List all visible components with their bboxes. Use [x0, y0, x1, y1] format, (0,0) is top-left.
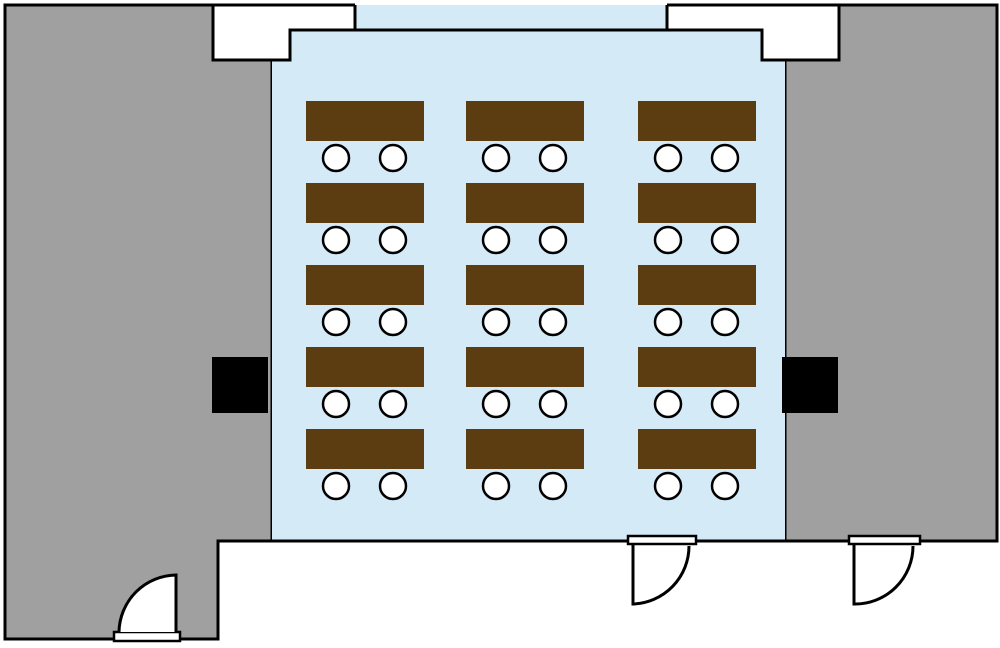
chair-r3-c3-s1: [653, 307, 683, 337]
chair-r3-c2-s1: [481, 307, 511, 337]
chair-r4-c3-s1: [653, 389, 683, 419]
pillar-2: [782, 357, 838, 413]
door-swing: [117, 573, 178, 633]
desk-r4-c3: [638, 347, 756, 387]
chair-r5-c2-s1: [481, 471, 511, 501]
chair-r5-c3-s2: [710, 471, 740, 501]
desk-r2-c3: [638, 183, 756, 223]
chair-r4-c2-s2: [538, 389, 568, 419]
desk-r3-c1: [306, 265, 424, 305]
chair-r3-c1-s2: [378, 307, 408, 337]
chair-r1-c3-s1: [653, 143, 683, 173]
desk-r5-c2: [466, 429, 584, 469]
chair-r4-c1-s2: [378, 389, 408, 419]
door-1: [112, 573, 182, 643]
desk-r3-c3: [638, 265, 756, 305]
chair-r5-c1-s1: [321, 471, 351, 501]
chair-r2-c1-s2: [378, 225, 408, 255]
chair-r4-c1-s1: [321, 389, 351, 419]
chair-r4-c2-s1: [481, 389, 511, 419]
chair-r3-c2-s2: [538, 307, 568, 337]
chair-r2-c1-s1: [321, 225, 351, 255]
desk-r5-c1: [306, 429, 424, 469]
desk-r1-c2: [466, 101, 584, 141]
top-wall: [211, 5, 841, 62]
chair-r1-c2-s2: [538, 143, 568, 173]
left-side-area: [3, 3, 274, 641]
door-frame: [626, 534, 698, 546]
chairs: [321, 143, 740, 501]
desk-r3-c2: [466, 265, 584, 305]
chair-r3-c3-s2: [710, 307, 740, 337]
chair-r1-c1-s2: [378, 143, 408, 173]
chair-r1-c3-s2: [710, 143, 740, 173]
doors: [112, 534, 922, 643]
desk-r2-c1: [306, 183, 424, 223]
chair-r2-c2-s2: [538, 225, 568, 255]
desk-r4-c1: [306, 347, 424, 387]
desks: [306, 101, 756, 469]
chair-r3-c1-s1: [321, 307, 351, 337]
desk-r5-c3: [638, 429, 756, 469]
chair-r2-c2-s1: [481, 225, 511, 255]
pillars: [212, 357, 838, 413]
top-light-strip: [355, 5, 667, 30]
chair-r2-c3-s1: [653, 225, 683, 255]
chair-r4-c3-s2: [710, 389, 740, 419]
right-side-area: [783, 3, 999, 543]
chair-r2-c3-s2: [710, 225, 740, 255]
door-3: [847, 534, 922, 606]
desk-r1-c1: [306, 101, 424, 141]
desk-r1-c3: [638, 101, 756, 141]
chair-r1-c2-s1: [481, 143, 511, 173]
chair-r5-c2-s2: [538, 471, 568, 501]
door-swing: [852, 544, 915, 606]
pillar-1: [212, 357, 268, 413]
chair-r5-c1-s2: [378, 471, 408, 501]
chair-r1-c1-s1: [321, 143, 351, 173]
door-swing: [631, 544, 691, 606]
desk-r4-c2: [466, 347, 584, 387]
desk-r2-c2: [466, 183, 584, 223]
door-frame: [112, 630, 182, 643]
door-2: [626, 534, 698, 606]
door-frame: [847, 534, 922, 546]
chair-r5-c3-s1: [653, 471, 683, 501]
